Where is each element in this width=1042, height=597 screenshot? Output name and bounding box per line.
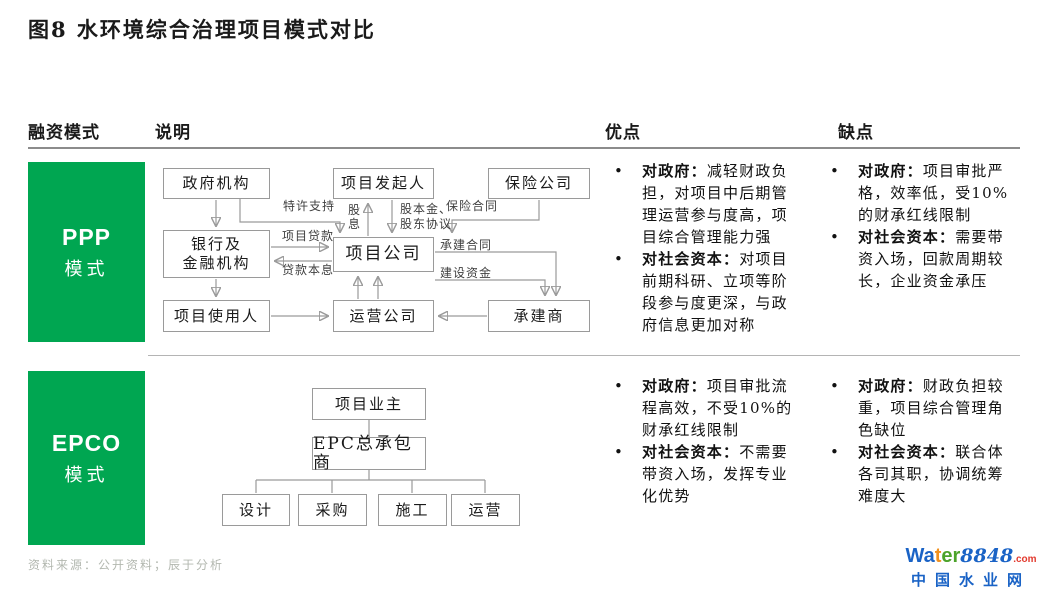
bullet-icon: •	[614, 250, 625, 268]
bullet-icon: •	[614, 162, 625, 180]
node-project-owner: 项目业主	[312, 388, 426, 420]
pros-item-label: 对社会资本：	[642, 250, 740, 268]
header-rule	[28, 147, 1020, 149]
node-bank-line2: 金融机构	[182, 254, 251, 272]
epco-cons-item: • 对政府：财政负担较重，项目综合管理角色缺位	[828, 375, 1014, 441]
ppp-model-name: PPP	[61, 223, 112, 250]
node-sponsor: 项目发起人	[333, 168, 434, 199]
cons-item-label: 对政府：	[858, 377, 923, 395]
logo-part-t: t	[934, 545, 942, 567]
column-header-cons: 缺点	[838, 123, 874, 143]
ppp-model-suffix: 模式	[64, 258, 109, 280]
logo-part-wa: Wa	[905, 545, 935, 567]
edge-label-equity-line2: 股东协议	[400, 217, 453, 231]
pros-item-label: 对政府：	[642, 377, 707, 395]
epco-model-suffix: 模式	[64, 464, 109, 486]
edge-label-license: 特许支持	[283, 199, 336, 213]
node-government: 政府机构	[163, 168, 270, 199]
node-bank: 银行及 金融机构	[163, 230, 270, 278]
node-operation: 运营	[451, 494, 520, 526]
ppp-cons-item: • 对社会资本：需要带资入场，回款周期较长，企业资金承压	[828, 226, 1014, 292]
logo-wordmark: Water8848.com	[905, 546, 1037, 570]
node-project-company: 项目公司	[333, 237, 434, 272]
ppp-cons-list: • 对政府：项目审批严格，效率低，受10%的财承红线限制 • 对社会资本：需要带…	[828, 160, 1014, 292]
node-contractor: 承建商	[488, 300, 590, 332]
column-header-description: 说明	[155, 123, 191, 143]
ppp-pros-item: • 对社会资本：对项目前期科研、立项等阶段参与度更深，与政府信息更加对称	[612, 248, 798, 336]
node-design: 设计	[222, 494, 290, 526]
ppp-pros-item: • 对政府：减轻财政负担，对项目中后期管理运营参与度高，项目综合管理能力强	[612, 160, 798, 248]
bullet-icon: •	[614, 443, 625, 461]
epco-model-name: EPCO	[51, 429, 122, 456]
bullet-icon: •	[830, 377, 841, 395]
figure-title: 图8 水环境综合治理项目模式对比	[28, 17, 376, 42]
logo-part-er: er	[941, 545, 961, 567]
edge-label-equity-line1: 股本金、	[400, 202, 453, 216]
node-procurement: 采购	[298, 494, 367, 526]
pros-item-text: 项目审批流程高效，不受10%的财承红线限制	[642, 377, 793, 439]
node-bank-line1: 银行及	[190, 235, 242, 253]
epco-pros-item: • 对政府：项目审批流程高效，不受10%的财承红线限制	[612, 375, 798, 441]
logo-number: 8848	[960, 545, 1014, 567]
epco-model-chip: EPCO 模式	[28, 371, 145, 545]
node-insurance: 保险公司	[488, 168, 590, 199]
edge-label-construction-contract: 承建合同	[440, 238, 493, 252]
bullet-icon: •	[830, 228, 841, 246]
pros-item-text: 不需要带资入场，发挥专业化优势	[642, 443, 788, 505]
cons-item-label: 对政府：	[858, 162, 923, 180]
pros-item-text: 减轻财政负担，对项目中后期管理运营参与度高，项目综合管理能力强	[642, 162, 788, 246]
cons-item-text: 需要带资入场，回款周期较长，企业资金承压	[858, 228, 1004, 290]
logo-cn-name: 中国水业网	[910, 572, 1031, 589]
epco-pros-list: • 对政府：项目审批流程高效，不受10%的财承红线限制 • 对社会资本：不需要带…	[612, 375, 798, 507]
ppp-model-chip: PPP 模式	[28, 162, 145, 342]
source-note: 资料来源：公开资料；辰于分析	[28, 558, 225, 572]
edge-label-equity: 股本金、 股东协议	[400, 202, 452, 232]
ppp-cons-item: • 对政府：项目审批严格，效率低，受10%的财承红线限制	[828, 160, 1014, 226]
cons-item-label: 对社会资本：	[858, 228, 956, 246]
node-project-user: 项目使用人	[163, 300, 270, 332]
edge-label-loan: 项目贷款	[282, 229, 335, 243]
row-divider	[148, 355, 1020, 356]
edge-label-insurance-contract: 保险合同	[446, 199, 499, 213]
edge-label-construction-fund: 建设资金	[440, 266, 493, 280]
bullet-icon: •	[830, 443, 841, 461]
edge-label-dividend: 股息	[348, 203, 362, 231]
edge-label-repayment: 贷款本息	[282, 263, 335, 277]
node-operator: 运营公司	[333, 300, 434, 332]
cons-item-text: 项目审批严格，效率低，受10%的财承红线限制	[858, 162, 1009, 224]
water8848-logo: Water8848.com 中国水业网	[905, 546, 1037, 591]
column-header-financing: 融资模式	[28, 123, 100, 143]
epco-pros-item: • 对社会资本：不需要带资入场，发挥专业化优势	[612, 441, 798, 507]
pros-item-text: 对项目前期科研、立项等阶段参与度更深，与政府信息更加对称	[642, 250, 788, 334]
bullet-icon: •	[830, 162, 841, 180]
cons-item-label: 对社会资本：	[858, 443, 956, 461]
logo-tld: .com	[1013, 554, 1037, 565]
node-epc-contractor: EPC总承包商	[312, 434, 426, 472]
pros-item-label: 对社会资本：	[642, 443, 740, 461]
cons-item-text: 财政负担较重，项目综合管理角色缺位	[858, 377, 1004, 439]
pros-item-label: 对政府：	[642, 162, 707, 180]
bullet-icon: •	[614, 377, 625, 395]
node-construction: 施工	[378, 494, 447, 526]
ppp-pros-list: • 对政府：减轻财政负担，对项目中后期管理运营参与度高，项目综合管理能力强 • …	[612, 160, 798, 336]
column-header-pros: 优点	[605, 123, 641, 143]
cons-item-text: 联合体各司其职，协调统筹难度大	[858, 443, 1004, 505]
epco-cons-item: • 对社会资本：联合体各司其职，协调统筹难度大	[828, 441, 1014, 507]
epco-cons-list: • 对政府：财政负担较重，项目综合管理角色缺位 • 对社会资本：联合体各司其职，…	[828, 375, 1014, 507]
